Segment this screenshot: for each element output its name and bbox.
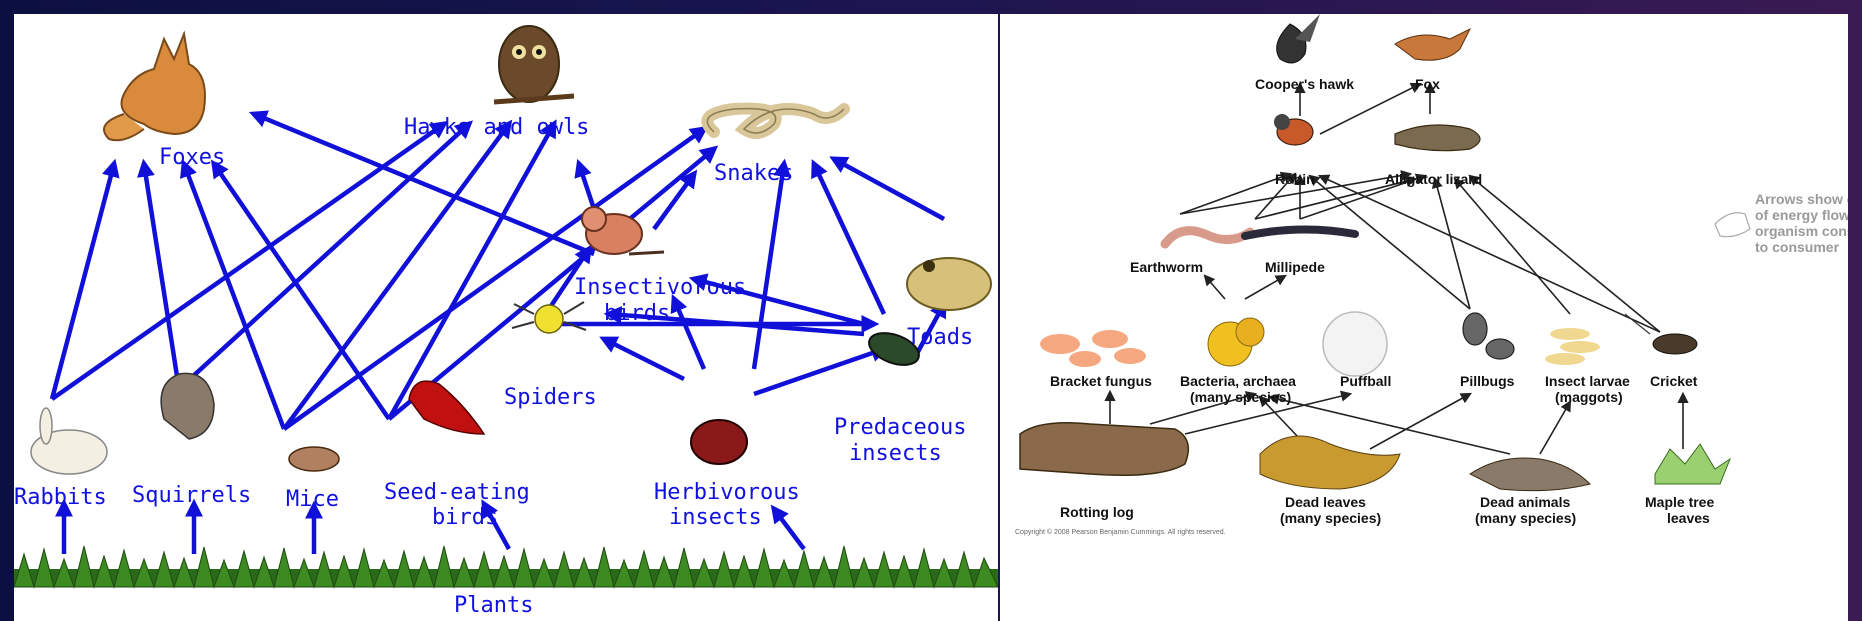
label-squirrels: Squirrels — [132, 483, 251, 508]
coopers-hawk-illustration — [1277, 14, 1320, 63]
herbivorous-beetle-illustration — [691, 420, 747, 464]
arrow-squirrels-foxes — [144, 164, 179, 389]
label-cricket: Cricket — [1650, 373, 1698, 389]
toad-illustration — [907, 258, 991, 310]
label-mice: Mice — [286, 487, 339, 512]
label-insectivorous-birds-line2: birds — [604, 301, 670, 326]
arrow-earthworm-robin — [1180, 174, 1290, 214]
cardinal-illustration — [409, 381, 484, 434]
dead-animals-illustration — [1470, 458, 1590, 491]
label-rotting-log: Rotting log — [1060, 504, 1134, 520]
right-food-web-panel: Cooper's hawk Fox Robin Alligator lizard… — [1000, 14, 1848, 621]
label-spiders: Spiders — [504, 385, 597, 410]
label-dead-leaves-line2: (many species) — [1280, 510, 1381, 526]
arrow-toads-snakes — [834, 159, 944, 219]
maple-leaves-illustration — [1655, 444, 1730, 484]
earthworm-illustration — [1165, 231, 1250, 244]
arrow-bacteria-millipede — [1245, 276, 1285, 299]
rotting-log-illustration — [1020, 423, 1188, 476]
label-coopers-hawk: Cooper's hawk — [1255, 76, 1354, 92]
label-bracket-fungus: Bracket fungus — [1050, 373, 1152, 389]
label-plants: Plants — [454, 593, 533, 618]
label-insect-larvae-line2: (maggots) — [1555, 389, 1623, 405]
fox-illustration — [104, 34, 205, 140]
robin-illustration — [1274, 114, 1313, 145]
label-bacteria-line1: Bacteria, archaea — [1180, 373, 1296, 389]
copyright-text: Copyright © 2008 Pearson Benjamin Cummin… — [1015, 528, 1226, 536]
millipede-illustration — [1245, 229, 1355, 236]
insect-larvae-illustration — [1545, 328, 1600, 365]
note-line-1: Arrows show direction — [1755, 191, 1848, 207]
label-herbivorous-line1: Herbivorous — [654, 480, 800, 505]
label-puffball: Puffball — [1340, 373, 1391, 389]
arrow-herbinsects-predaceous — [754, 349, 884, 394]
label-maple-line2: leaves — [1667, 510, 1710, 526]
arrow-bacteria-earthworm — [1205, 276, 1225, 299]
arrow-seedbirds-hawks — [389, 124, 554, 419]
note-line-2: of energy flow: from — [1755, 207, 1848, 223]
arrow-pillbugs-lizard — [1435, 179, 1470, 309]
label-pillbugs: Pillbugs — [1460, 373, 1515, 389]
arrow-herbinsects-snakes — [754, 164, 784, 369]
label-snakes: Snakes — [714, 161, 793, 186]
label-millipede: Millipede — [1265, 259, 1325, 275]
owl-illustration — [494, 26, 574, 102]
note-line-4: to consumer — [1755, 239, 1840, 255]
label-insectivorous-birds-line1: Insectivorous — [574, 275, 746, 300]
label-fox: Fox — [1415, 76, 1440, 92]
label-earthworm: Earthworm — [1130, 259, 1203, 275]
label-alligator-lizard: Alligator lizard — [1385, 171, 1482, 187]
note-line-3: organism consumed — [1755, 223, 1848, 239]
label-robin: Robin — [1275, 171, 1315, 187]
fox-illustration-right — [1395, 29, 1470, 60]
bacteria-illustration — [1208, 318, 1264, 366]
puffball-illustration — [1323, 312, 1387, 376]
arrow-herbinsects-insectbirds — [674, 299, 704, 369]
label-dead-animals-line1: Dead animals — [1480, 494, 1570, 510]
pointing-hand-icon — [1715, 213, 1750, 237]
rabbit-illustration — [31, 408, 107, 474]
arrow-pillbugs-robin — [1310, 176, 1470, 309]
label-seed-eating-line2: birds — [432, 505, 498, 530]
right-diagram-content: Cooper's hawk Fox Robin Alligator lizard… — [1015, 14, 1848, 536]
left-food-web-panel: Foxes Hawks and owls Snakes Insectivorou… — [14, 14, 998, 621]
left-food-web-diagram: Foxes Hawks and owls Snakes Insectivorou… — [14, 14, 998, 621]
arrow-seedbirds-foxes — [214, 164, 389, 419]
arrow-predaceous-snakes — [814, 164, 884, 314]
label-seed-eating-line1: Seed-eating — [384, 480, 530, 505]
right-food-web-diagram: Cooper's hawk Fox Robin Alligator lizard… — [1000, 14, 1848, 621]
arrow-herbinsects-spiders — [604, 339, 684, 379]
arrow-cricket-robin — [1320, 176, 1660, 332]
insectivorous-bird-illustration — [582, 207, 664, 254]
label-predaceous-line1: Predaceous — [834, 415, 966, 440]
label-predaceous-line2: insects — [849, 441, 942, 466]
pillbugs-illustration — [1463, 313, 1514, 359]
cricket-illustration — [1625, 314, 1697, 354]
mouse-illustration — [289, 447, 339, 471]
label-rabbits: Rabbits — [14, 485, 107, 510]
label-dead-leaves-line1: Dead leaves — [1285, 494, 1366, 510]
label-dead-animals-line2: (many species) — [1475, 510, 1576, 526]
snake-illustration — [707, 109, 844, 133]
bracket-fungus-illustration — [1040, 330, 1146, 367]
arrow-plants-herbivorous-insects — [774, 509, 804, 549]
arrow-mice-hawks — [284, 124, 509, 429]
squirrel-illustration — [161, 373, 214, 439]
label-herbivorous-line2: insects — [669, 505, 762, 530]
label-toads: Toads — [907, 325, 973, 350]
label-hawks-and-owls: Hawks and owls — [404, 115, 589, 140]
arrow-deadanimals-larvae — [1540, 402, 1570, 454]
plants-grass — [14, 546, 998, 587]
label-insect-larvae-line1: Insect larvae — [1545, 373, 1630, 389]
label-bacteria-line2: (many species) — [1190, 389, 1291, 405]
label-maple-line1: Maple tree — [1645, 494, 1714, 510]
label-foxes: Foxes — [159, 145, 225, 170]
alligator-lizard-illustration — [1395, 125, 1480, 151]
